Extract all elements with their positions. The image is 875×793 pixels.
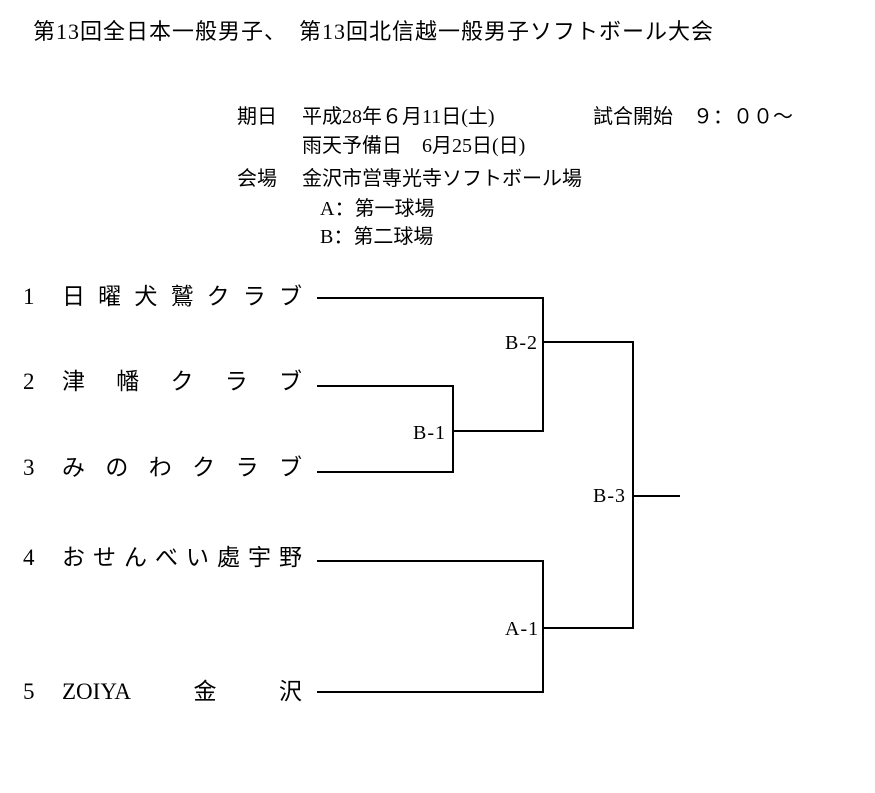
team-name-segment: ラ bbox=[224, 369, 248, 394]
field-b-note: B：第二球場 bbox=[320, 226, 434, 248]
team-seed: 2 bbox=[23, 369, 35, 394]
team-name-segment: 鷲 bbox=[170, 284, 194, 309]
team-name-segment: 野 bbox=[279, 545, 302, 570]
team-name-segment: ラ bbox=[235, 455, 259, 480]
team-name-segment: ク bbox=[192, 455, 216, 480]
team-name-segment: 沢 bbox=[279, 679, 302, 704]
team-name-segment: ZOIYA bbox=[62, 679, 131, 704]
bracket-line-champion bbox=[632, 495, 680, 497]
team-name-segment: ブ bbox=[278, 284, 302, 309]
bracket-line-team4 bbox=[317, 560, 543, 562]
team-name-segment: 幡 bbox=[116, 369, 140, 394]
team-name-segment: 宇 bbox=[248, 545, 271, 570]
bracket-connector-b1-vertical bbox=[452, 385, 454, 473]
team-name-segment: 金 bbox=[193, 679, 217, 704]
page-title: 第13回全日本一般男子、 第13回北信越一般男子ソフトボール大会 bbox=[33, 19, 715, 44]
team-name-segment: の bbox=[105, 455, 129, 480]
team-name-segment: 曜 bbox=[98, 284, 122, 309]
team-seed: 3 bbox=[23, 455, 35, 480]
team-row-3: 3 みのわクラブ bbox=[23, 456, 302, 479]
match-label-b3: B-3 bbox=[593, 485, 626, 507]
team-name-segment: ク bbox=[170, 369, 194, 394]
team-name: みのわクラブ bbox=[62, 456, 302, 479]
bracket-connector-final-vertical bbox=[632, 341, 634, 629]
rain-date: 雨天予備日 6月25日(日) bbox=[302, 135, 526, 157]
team-row-4: 4 おせんべい處宇野 bbox=[23, 546, 302, 569]
field-a-note: A：第一球場 bbox=[320, 198, 435, 220]
bracket-line-team5 bbox=[317, 691, 543, 693]
match-label-b1: B-1 bbox=[413, 422, 446, 444]
team-name-segment: ラ bbox=[242, 284, 266, 309]
team-name-segment: ブ bbox=[279, 369, 302, 394]
team-name-segment: み bbox=[62, 455, 85, 480]
team-seed: 1 bbox=[23, 284, 35, 309]
team-name: ZOIYA 金 沢 bbox=[62, 680, 302, 703]
date-value: 平成28年６月11日(土) bbox=[302, 106, 495, 128]
team-row-2: 2 津 幡 ク ラ ブ bbox=[23, 370, 302, 393]
match-label-a1: A-1 bbox=[505, 618, 540, 640]
bracket-connector-a1-vertical bbox=[542, 560, 544, 693]
team-name-segment: べ bbox=[155, 545, 178, 570]
team-name: おせんべい處宇野 bbox=[62, 546, 302, 569]
team-name-segment: せ bbox=[93, 545, 116, 570]
venue-name: 金沢市営専光寺ソフトボール場 bbox=[302, 168, 582, 190]
bracket-line-team2 bbox=[317, 385, 453, 387]
team-name-segment: ブ bbox=[278, 455, 302, 480]
bracket-line-team3 bbox=[317, 471, 453, 473]
team-name-segment: ク bbox=[206, 284, 230, 309]
team-seed: 4 bbox=[23, 545, 35, 570]
team-name-segment: い bbox=[186, 545, 209, 570]
team-row-1: 1 日曜犬鷲クラブ bbox=[23, 285, 302, 308]
team-name-segment: 津 bbox=[62, 369, 85, 394]
team-seed: 5 bbox=[23, 679, 35, 704]
bracket-line-a1-winner bbox=[542, 627, 634, 629]
date-label: 期日 bbox=[237, 106, 277, 128]
bracket-line-b2-winner bbox=[542, 341, 634, 343]
match-label-b2: B-2 bbox=[505, 332, 538, 354]
team-name-segment: ん bbox=[124, 545, 147, 570]
team-name-segment: 犬 bbox=[134, 284, 158, 309]
team-name-segment: 日 bbox=[62, 284, 85, 309]
bracket-line-team1 bbox=[317, 297, 543, 299]
team-name: 津幡クラブ bbox=[62, 370, 302, 393]
start-time: 試合開始 ９：００～ bbox=[593, 106, 793, 128]
venue-label: 会場 bbox=[237, 168, 277, 190]
bracket-connector-b2-vertical bbox=[542, 297, 544, 432]
team-name-segment: わ bbox=[148, 455, 172, 480]
team-name-segment: お bbox=[62, 545, 85, 570]
bracket-line-b1-winner bbox=[452, 430, 544, 432]
team-row-5: 5 ZOIYA 金 沢 bbox=[23, 680, 302, 703]
team-name-segment: 處 bbox=[217, 545, 240, 570]
team-name: 日曜犬鷲クラブ bbox=[62, 285, 302, 308]
